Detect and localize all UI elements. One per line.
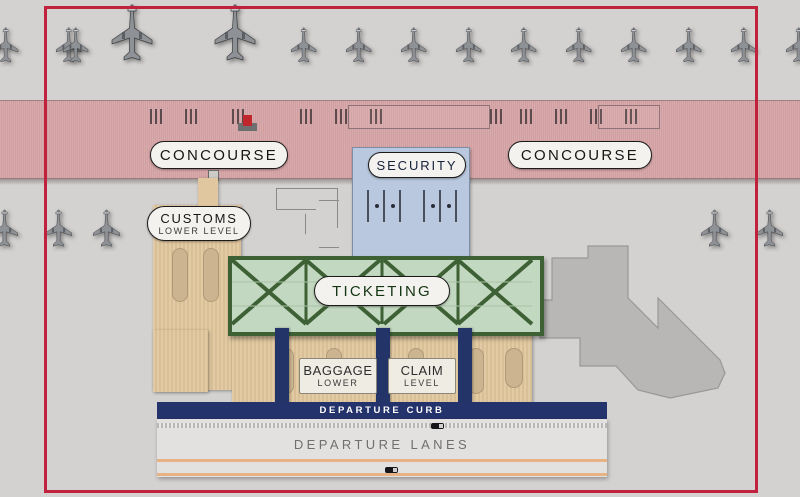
airplane-icon: [730, 26, 757, 64]
concourse-marker-red: [243, 115, 252, 126]
gate-mark: [525, 109, 527, 124]
label-security: SECURITY: [368, 152, 466, 178]
gate-mark: [490, 109, 492, 124]
security-lane-icon: [383, 190, 385, 222]
security-lane-icon: [423, 190, 425, 222]
gate-mark: [150, 109, 152, 124]
security-lane-dot: [375, 204, 379, 208]
label-claim: CLAIM LEVEL: [388, 358, 456, 394]
gate-mark: [500, 109, 502, 124]
departure-curb: DEPARTURE CURB: [157, 402, 607, 419]
roadway-octagon: [305, 200, 353, 248]
gate-mark: [595, 109, 597, 124]
gate-mark: [495, 109, 497, 124]
car-icon-1: [431, 423, 444, 429]
lane-median: [157, 459, 607, 462]
car-icon-2: [385, 467, 398, 473]
airplane-icon: [785, 26, 800, 64]
airplane-icon: [510, 26, 537, 64]
label-baggage: BAGGAGE LOWER: [299, 358, 377, 394]
road-line-c: [276, 188, 338, 189]
gate-mark: [345, 109, 347, 124]
customs-slot-1: [172, 248, 188, 302]
concourse-structure-right: [598, 105, 660, 129]
label-concourse-left: CONCOURSE: [150, 141, 288, 169]
gate-mark: [155, 109, 157, 124]
security-lane-dot: [391, 204, 395, 208]
security-lane-icon: [399, 190, 401, 222]
gate-mark: [305, 109, 307, 124]
airplane-icon: [290, 26, 317, 64]
gate-mark: [232, 109, 234, 124]
airplane-icon: [92, 208, 121, 249]
gate-mark: [310, 109, 312, 124]
airplane-icon: [400, 26, 427, 64]
gate-mark: [185, 109, 187, 124]
gate-mark: [560, 109, 562, 124]
gate-mark: [160, 109, 162, 124]
gate-mark: [590, 109, 592, 124]
gate-mark: [530, 109, 532, 124]
security-lane-icon: [439, 190, 441, 222]
terminal-slot-5: [505, 348, 523, 388]
airplane-icon: [44, 208, 73, 249]
label-concourse-right: CONCOURSE: [508, 141, 652, 169]
lane-edge: [157, 473, 607, 476]
airplane-icon: [455, 26, 482, 64]
departure-lanes: DEPARTURE LANES: [157, 419, 607, 477]
gate-mark: [195, 109, 197, 124]
airplane-icon: [0, 26, 19, 64]
airplane-icon: [62, 26, 89, 64]
airplane-icon: [345, 26, 372, 64]
airplane-icon: [620, 26, 647, 64]
airplane-icon: [0, 208, 19, 249]
gate-mark: [565, 109, 567, 124]
gate-mark: [555, 109, 557, 124]
customs-slot-2: [203, 248, 219, 302]
security-lane-dot: [447, 204, 451, 208]
label-customs: CUSTOMS LOWER LEVEL: [147, 206, 251, 241]
parking-structure-polygon: [520, 238, 750, 428]
gate-mark: [300, 109, 302, 124]
airplane-icon: [700, 208, 729, 249]
airplane-icon: [755, 208, 784, 249]
gate-mark: [237, 109, 239, 124]
airplane-icon: [565, 26, 592, 64]
road-line-a: [276, 188, 277, 210]
security-lane-icon: [455, 190, 457, 222]
airplane-icon: [213, 2, 257, 64]
gate-mark: [335, 109, 337, 124]
customs-annex: [153, 330, 208, 392]
label-ticketing: TICKETING: [314, 276, 450, 306]
airplane-icon: [110, 2, 154, 64]
airplane-icon: [675, 26, 702, 64]
gate-mark: [520, 109, 522, 124]
gate-mark: [190, 109, 192, 124]
curb-stripe: [157, 423, 607, 428]
security-lane-dot: [431, 204, 435, 208]
gate-mark: [340, 109, 342, 124]
security-lane-icon: [367, 190, 369, 222]
concourse-structure-center: [348, 105, 490, 129]
